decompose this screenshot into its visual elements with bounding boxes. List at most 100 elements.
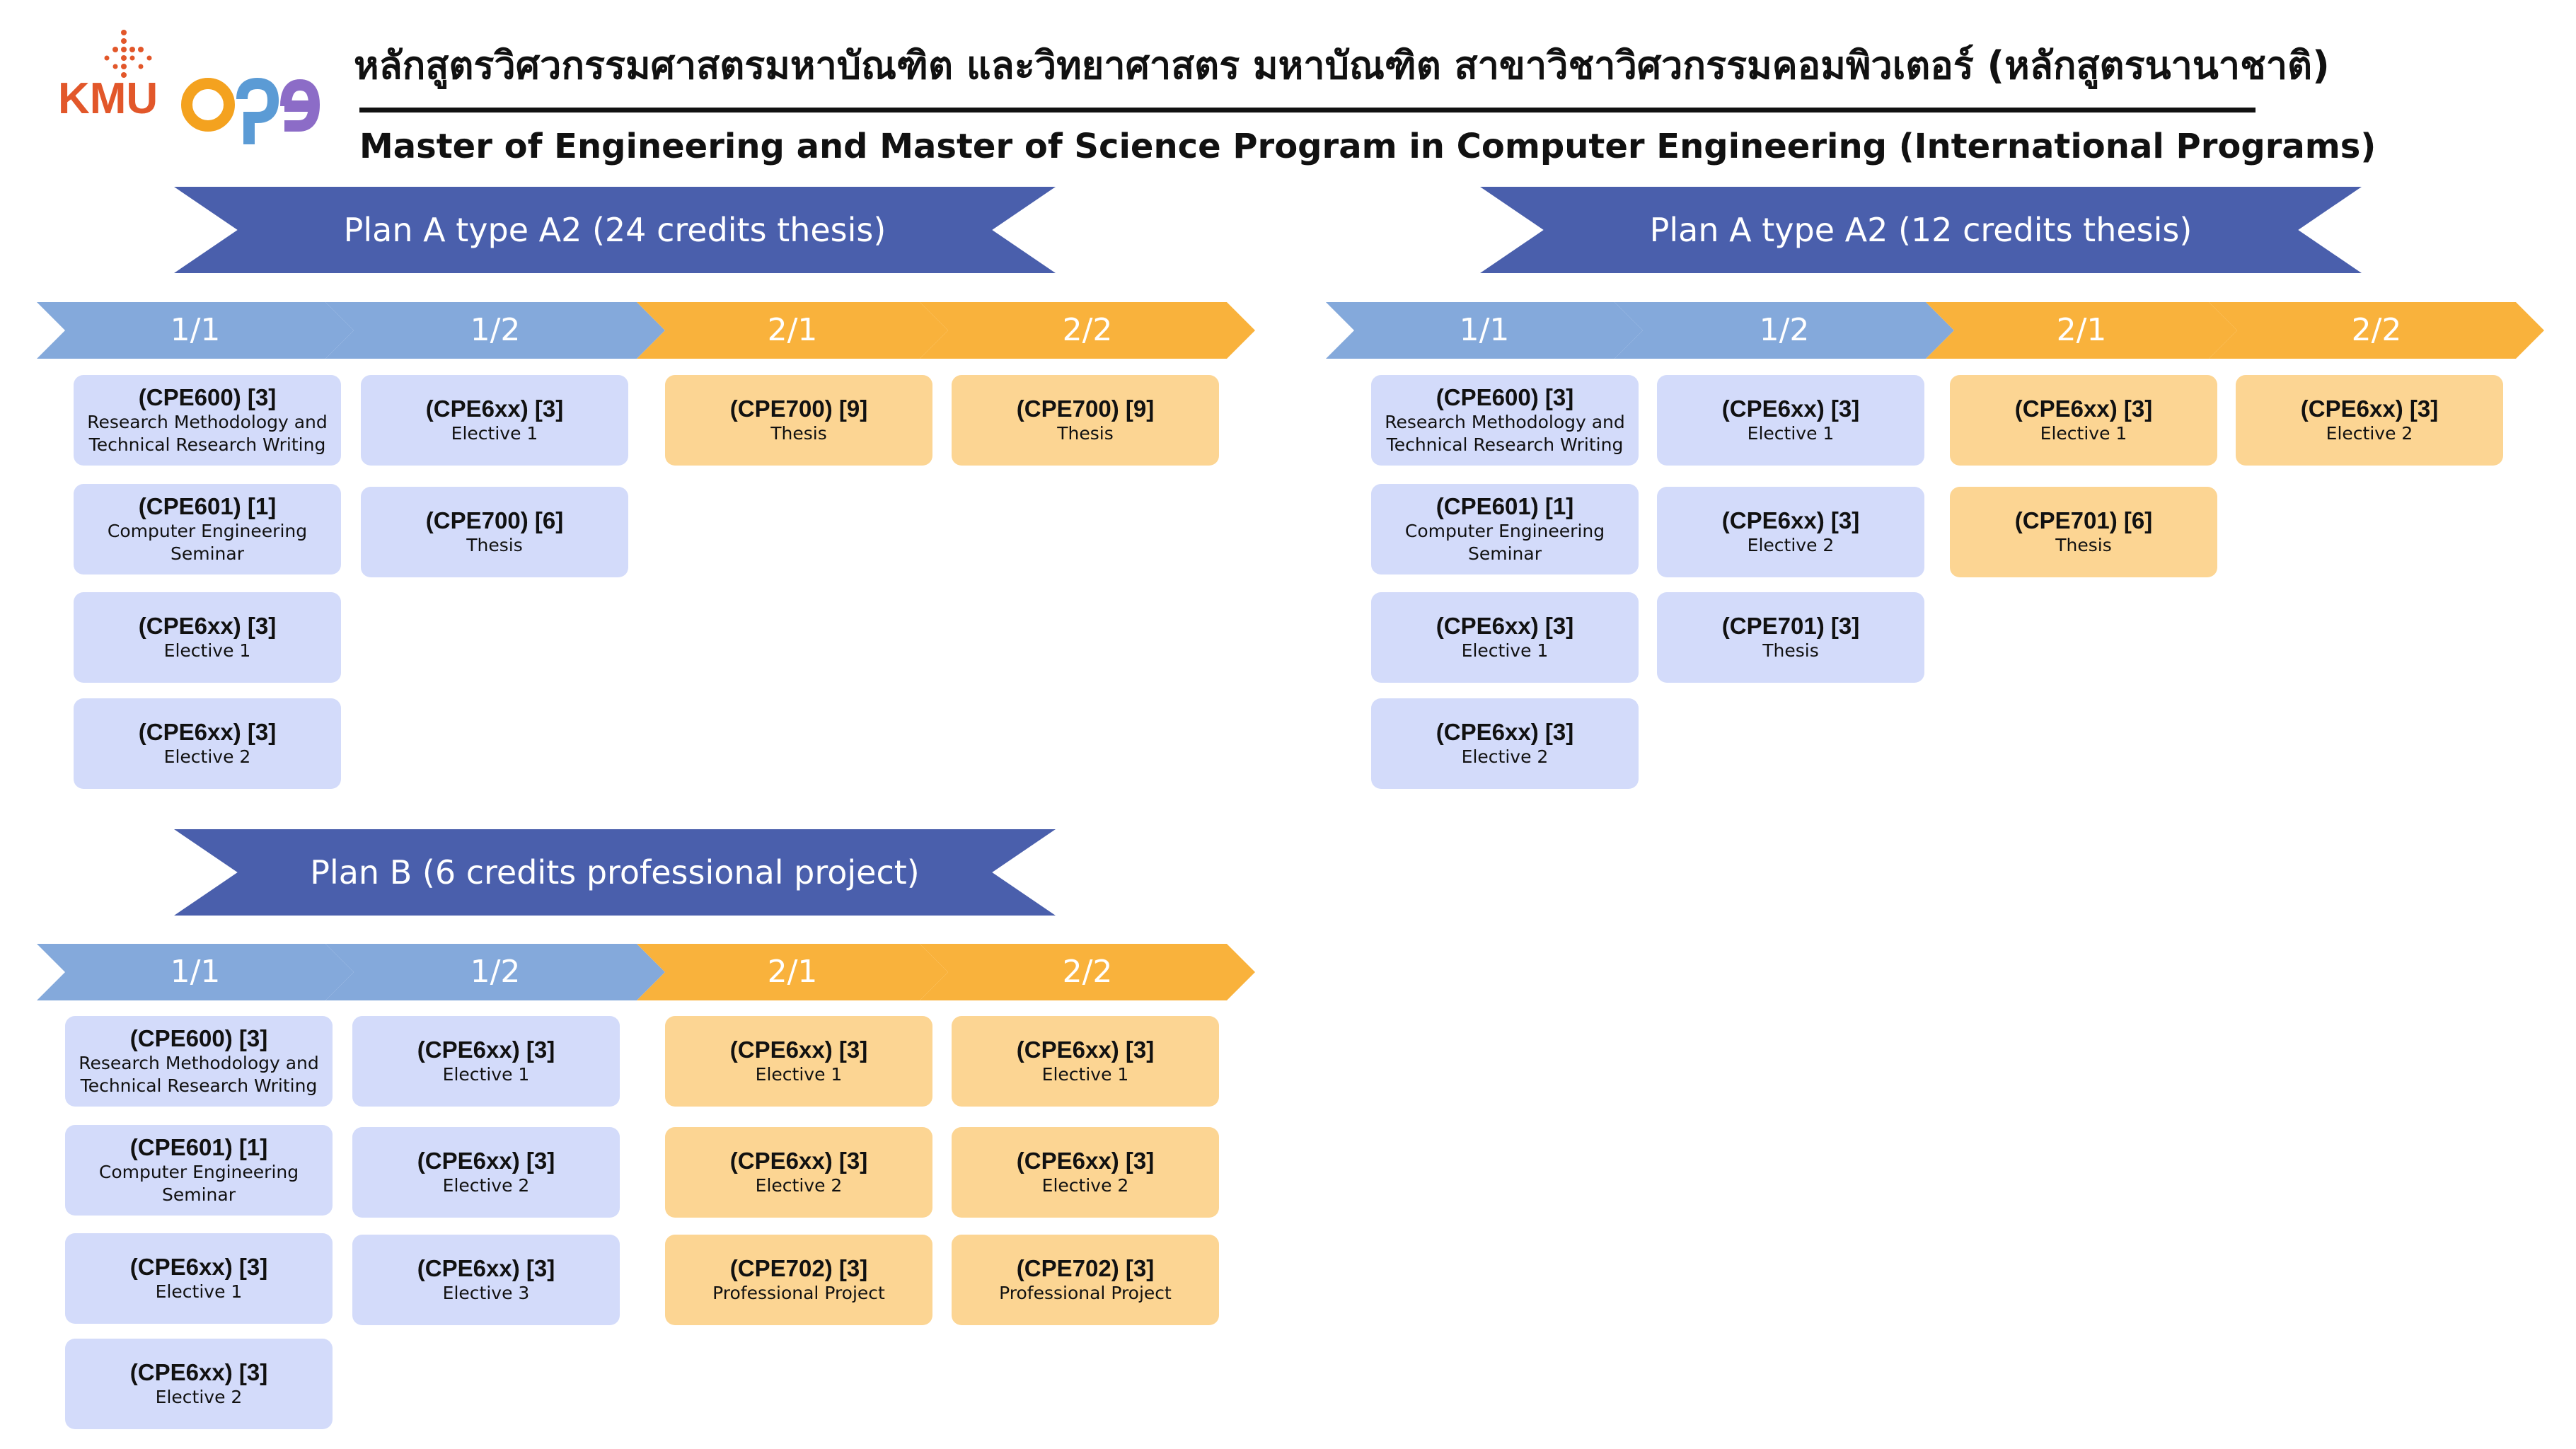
course-name: Elective 2 <box>442 1175 530 1196</box>
course-card: (CPE6xx) [3] Elective 2 <box>74 698 341 789</box>
course-code: (CPE701) [6] <box>2014 507 2153 533</box>
course-card: (CPE6xx) [3] Elective 2 <box>1371 698 1639 789</box>
course-name: Thesis <box>770 423 827 444</box>
semester-1-1: 1/1 <box>1326 302 1643 359</box>
course-name: Computer Engineering Seminar <box>1404 521 1605 564</box>
course-name: Thesis <box>2055 535 2112 555</box>
course-code: (CPE601) [1] <box>129 1134 268 1160</box>
course-card: (CPE6xx) [3] Elective 1 <box>952 1016 1219 1107</box>
course-card: (CPE6xx) [3] Elective 1 <box>74 592 341 683</box>
course-card: (CPE6xx) [3] Elective 1 <box>352 1016 620 1107</box>
course-name: Elective 3 <box>442 1283 530 1303</box>
course-card: (CPE6xx) [3] Elective 2 <box>1657 487 1924 577</box>
course-name: Elective 1 <box>163 640 251 661</box>
course-card: (CPE700) [6] Thesis <box>361 487 628 577</box>
course-name: Computer Engineering Seminar <box>98 1162 299 1205</box>
course-name: Research Methodology and Technical Resea… <box>79 1053 319 1096</box>
semester-2-2: 2/2 <box>2209 302 2544 359</box>
course-name: Research Methodology and Technical Resea… <box>87 412 328 455</box>
course-name: Elective 1 <box>442 1064 530 1085</box>
course-card: (CPE6xx) [3] Elective 1 <box>65 1233 333 1324</box>
plan-a12-ribbon: Plan A type A2 (12 credits thesis) <box>1480 187 2362 273</box>
plan-a12-semester-bar: 1/1 1/2 2/1 2/2 <box>1326 302 2544 359</box>
semester-1-2: 1/2 <box>325 302 665 359</box>
course-name: Professional Project <box>999 1283 1172 1303</box>
course-code: (CPE702) [3] <box>729 1255 868 1281</box>
course-name: Elective 2 <box>1041 1175 1129 1196</box>
course-card: (CPE701) [3] Thesis <box>1657 592 1924 683</box>
course-code: (CPE701) [3] <box>1721 613 1860 639</box>
course-name: Thesis <box>1057 423 1114 444</box>
course-card: (CPE6xx) [3] Elective 1 <box>1950 375 2217 466</box>
course-name: Elective 1 <box>155 1281 243 1302</box>
course-code: (CPE6xx) [3] <box>1016 1037 1155 1063</box>
course-code: (CPE6xx) [3] <box>1721 396 1860 422</box>
course-card: (CPE600) [3] Research Methodology and Te… <box>74 375 341 466</box>
course-code: (CPE6xx) [3] <box>417 1148 555 1174</box>
course-name: Elective 2 <box>755 1175 843 1196</box>
course-card: (CPE600) [3] Research Methodology and Te… <box>65 1016 333 1107</box>
course-code: (CPE600) [3] <box>1436 384 1574 410</box>
course-card: (CPE6xx) [3] Elective 2 <box>665 1127 932 1218</box>
course-code: (CPE6xx) [3] <box>729 1148 868 1174</box>
plan-b-title: Plan B (6 credits professional project) <box>310 853 920 891</box>
course-card: (CPE700) [9] Thesis <box>665 375 932 466</box>
course-card: (CPE6xx) [3] Elective 1 <box>665 1016 932 1107</box>
plan-a24-title: Plan A type A2 (24 credits thesis) <box>343 211 886 249</box>
course-code: (CPE6xx) [3] <box>138 719 277 745</box>
course-code: (CPE6xx) [3] <box>1436 613 1574 639</box>
course-card: (CPE6xx) [3] Elective 2 <box>2236 375 2503 466</box>
course-name: Thesis <box>466 535 523 555</box>
course-card: (CPE700) [9] Thesis <box>952 375 1219 466</box>
course-card: (CPE6xx) [3] Elective 2 <box>352 1127 620 1218</box>
plan-a24-semester-bar: 1/1 1/2 2/1 2/2 <box>37 302 1255 359</box>
semester-1-2: 1/2 <box>325 944 665 1000</box>
semester-2-2: 2/2 <box>920 302 1255 359</box>
course-code: (CPE700) [6] <box>425 507 564 533</box>
course-code: (CPE700) [9] <box>729 396 868 422</box>
course-name: Professional Project <box>712 1283 885 1303</box>
course-card: (CPE601) [1] Computer Engineering Semina… <box>1371 484 1639 575</box>
course-code: (CPE6xx) [3] <box>2014 396 2153 422</box>
semester-2-1: 2/1 <box>637 302 948 359</box>
course-name: Elective 1 <box>1747 423 1835 444</box>
course-card: (CPE6xx) [3] Elective 2 <box>65 1339 333 1429</box>
course-code: (CPE6xx) [3] <box>2300 396 2439 422</box>
cpe-logo <box>178 71 320 149</box>
course-name: Elective 2 <box>2326 423 2413 444</box>
course-card: (CPE6xx) [3] Elective 1 <box>1657 375 1924 466</box>
page-title-english: Master of Engineering and Master of Scie… <box>359 127 2376 166</box>
semester-1-2: 1/2 <box>1615 302 1954 359</box>
course-card: (CPE6xx) [3] Elective 2 <box>952 1127 1219 1218</box>
course-card: (CPE601) [1] Computer Engineering Semina… <box>65 1125 333 1216</box>
course-code: (CPE6xx) [3] <box>1436 719 1574 745</box>
course-name: Research Methodology and Technical Resea… <box>1385 412 1625 455</box>
course-code: (CPE700) [9] <box>1016 396 1155 422</box>
plan-a12-title: Plan A type A2 (12 credits thesis) <box>1649 211 2193 249</box>
course-name: Elective 2 <box>155 1387 243 1407</box>
course-code: (CPE600) [3] <box>138 384 277 410</box>
course-name: Elective 2 <box>163 746 251 767</box>
semester-2-1: 2/1 <box>637 944 948 1000</box>
course-code: (CPE601) [1] <box>1436 493 1574 519</box>
plan-b-ribbon: Plan B (6 credits professional project) <box>174 829 1056 916</box>
course-name: Elective 1 <box>1041 1064 1129 1085</box>
semester-1-1: 1/1 <box>37 944 354 1000</box>
course-name: Elective 1 <box>755 1064 843 1085</box>
course-card: (CPE600) [3] Research Methodology and Te… <box>1371 375 1639 466</box>
course-code: (CPE6xx) [3] <box>129 1254 268 1280</box>
semester-2-1: 2/1 <box>1926 302 2237 359</box>
course-code: (CPE6xx) [3] <box>417 1255 555 1281</box>
kmutt-logo-km: KMUTT <box>58 74 156 123</box>
course-code: (CPE702) [3] <box>1016 1255 1155 1281</box>
semester-1-1: 1/1 <box>37 302 354 359</box>
course-code: (CPE601) [1] <box>138 493 277 519</box>
course-card: (CPE601) [1] Computer Engineering Semina… <box>74 484 341 575</box>
course-card: (CPE702) [3] Professional Project <box>665 1235 932 1325</box>
course-code: (CPE6xx) [3] <box>417 1037 555 1063</box>
plan-b-semester-bar: 1/1 1/2 2/1 2/2 <box>37 944 1255 1000</box>
course-code: (CPE6xx) [3] <box>138 613 277 639</box>
course-code: (CPE6xx) [3] <box>729 1037 868 1063</box>
course-name: Elective 1 <box>451 423 538 444</box>
course-code: (CPE6xx) [3] <box>1016 1148 1155 1174</box>
